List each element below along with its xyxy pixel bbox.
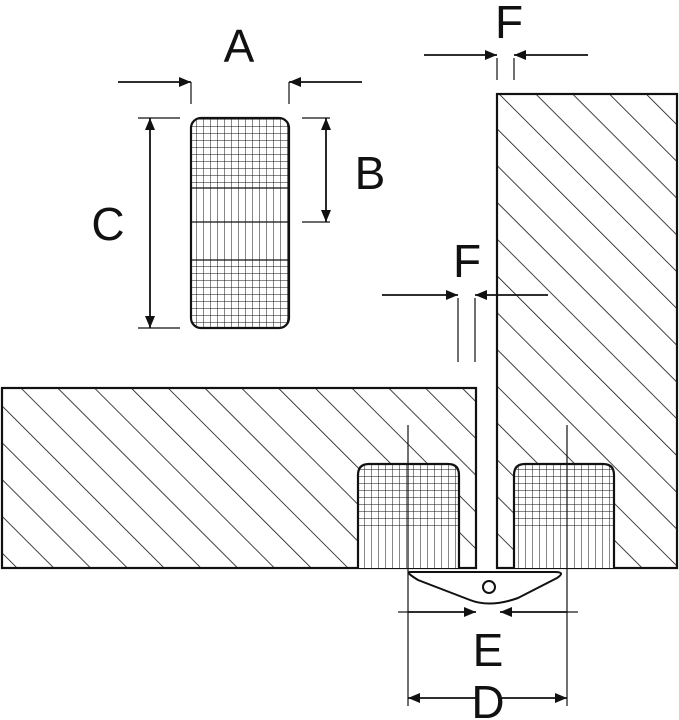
- dimension-f-mid: F: [382, 235, 548, 362]
- label-f-mid: F: [453, 235, 481, 287]
- label-f-top: F: [495, 0, 523, 48]
- label-d: D: [471, 676, 504, 720]
- label-b: B: [355, 147, 386, 199]
- label-a: A: [224, 20, 255, 72]
- label-e: E: [473, 624, 504, 676]
- label-c: C: [91, 198, 124, 250]
- extension-lines-d-e: [407, 425, 568, 706]
- dimension-c: C: [91, 117, 180, 329]
- hinge-cup-detail: [189, 116, 291, 330]
- dimension-d: D: [408, 676, 567, 720]
- right-cup-recess: [512, 462, 616, 568]
- hinge-link: [407, 571, 562, 605]
- dimension-e: E: [398, 607, 578, 676]
- hinge-pin: [482, 580, 496, 594]
- dimension-f-top: F: [424, 0, 588, 80]
- dimension-a: A: [118, 20, 362, 104]
- dimension-b: B: [302, 117, 386, 223]
